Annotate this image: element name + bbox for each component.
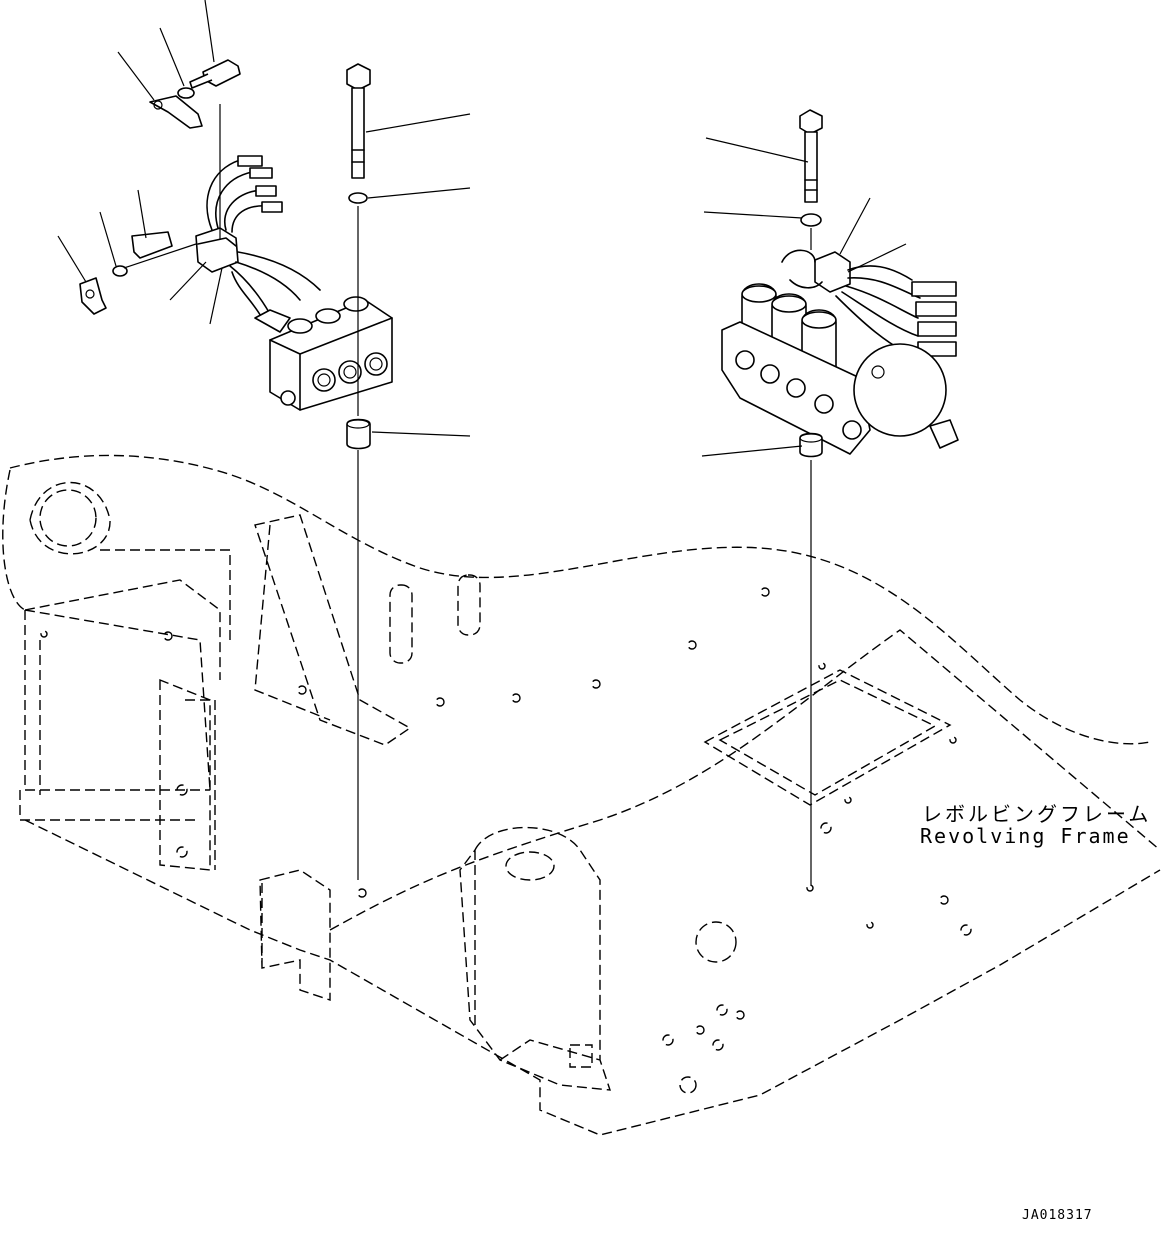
frame-deck-holes — [357, 587, 972, 1094]
left-top-clamp — [149, 95, 203, 129]
revolving-frame-label-jp: レボルビングフレーム — [922, 802, 1152, 826]
frame-left-box — [24, 549, 231, 791]
frame-bracket-lower — [259, 869, 331, 1001]
right-washer — [800, 213, 822, 227]
left-lower-bolt — [131, 231, 173, 259]
left-long-bolt — [346, 63, 371, 179]
right-spacer — [799, 432, 823, 458]
left-top-washer — [177, 87, 195, 99]
frame-deck-inner — [329, 629, 1161, 931]
right-accumulator — [853, 343, 947, 437]
left-valve-block — [254, 296, 393, 411]
left-top-bolt — [189, 59, 241, 89]
revolving-frame — [2, 454, 1161, 1136]
frame-slanted-rib — [254, 514, 412, 746]
frame-left-plate — [39, 640, 216, 871]
frame-hatch — [703, 669, 952, 806]
revolving-frame-label-en: Revolving Frame — [920, 824, 1131, 848]
left-wire-harness — [206, 159, 321, 319]
right-connector — [814, 251, 851, 293]
right-valve-assembly — [721, 109, 959, 886]
right-wire-harness — [835, 265, 921, 357]
leader-lines — [57, 0, 907, 457]
frame-deck-left — [19, 790, 1161, 1136]
left-spacer — [346, 418, 371, 450]
drawing-code: JA018317 — [1022, 1208, 1093, 1223]
frame-left-boss-hole — [39, 489, 97, 547]
left-lower-washer — [112, 265, 128, 277]
frame-center-tower — [459, 826, 612, 1091]
frame-post-1 — [389, 584, 413, 664]
frame-post-2 — [457, 574, 481, 636]
left-washer — [348, 192, 368, 204]
right-long-bolt — [799, 109, 823, 203]
frame-left-boss — [2, 469, 111, 611]
frame-outline-top — [9, 454, 1151, 745]
left-valve-assembly — [79, 59, 393, 880]
